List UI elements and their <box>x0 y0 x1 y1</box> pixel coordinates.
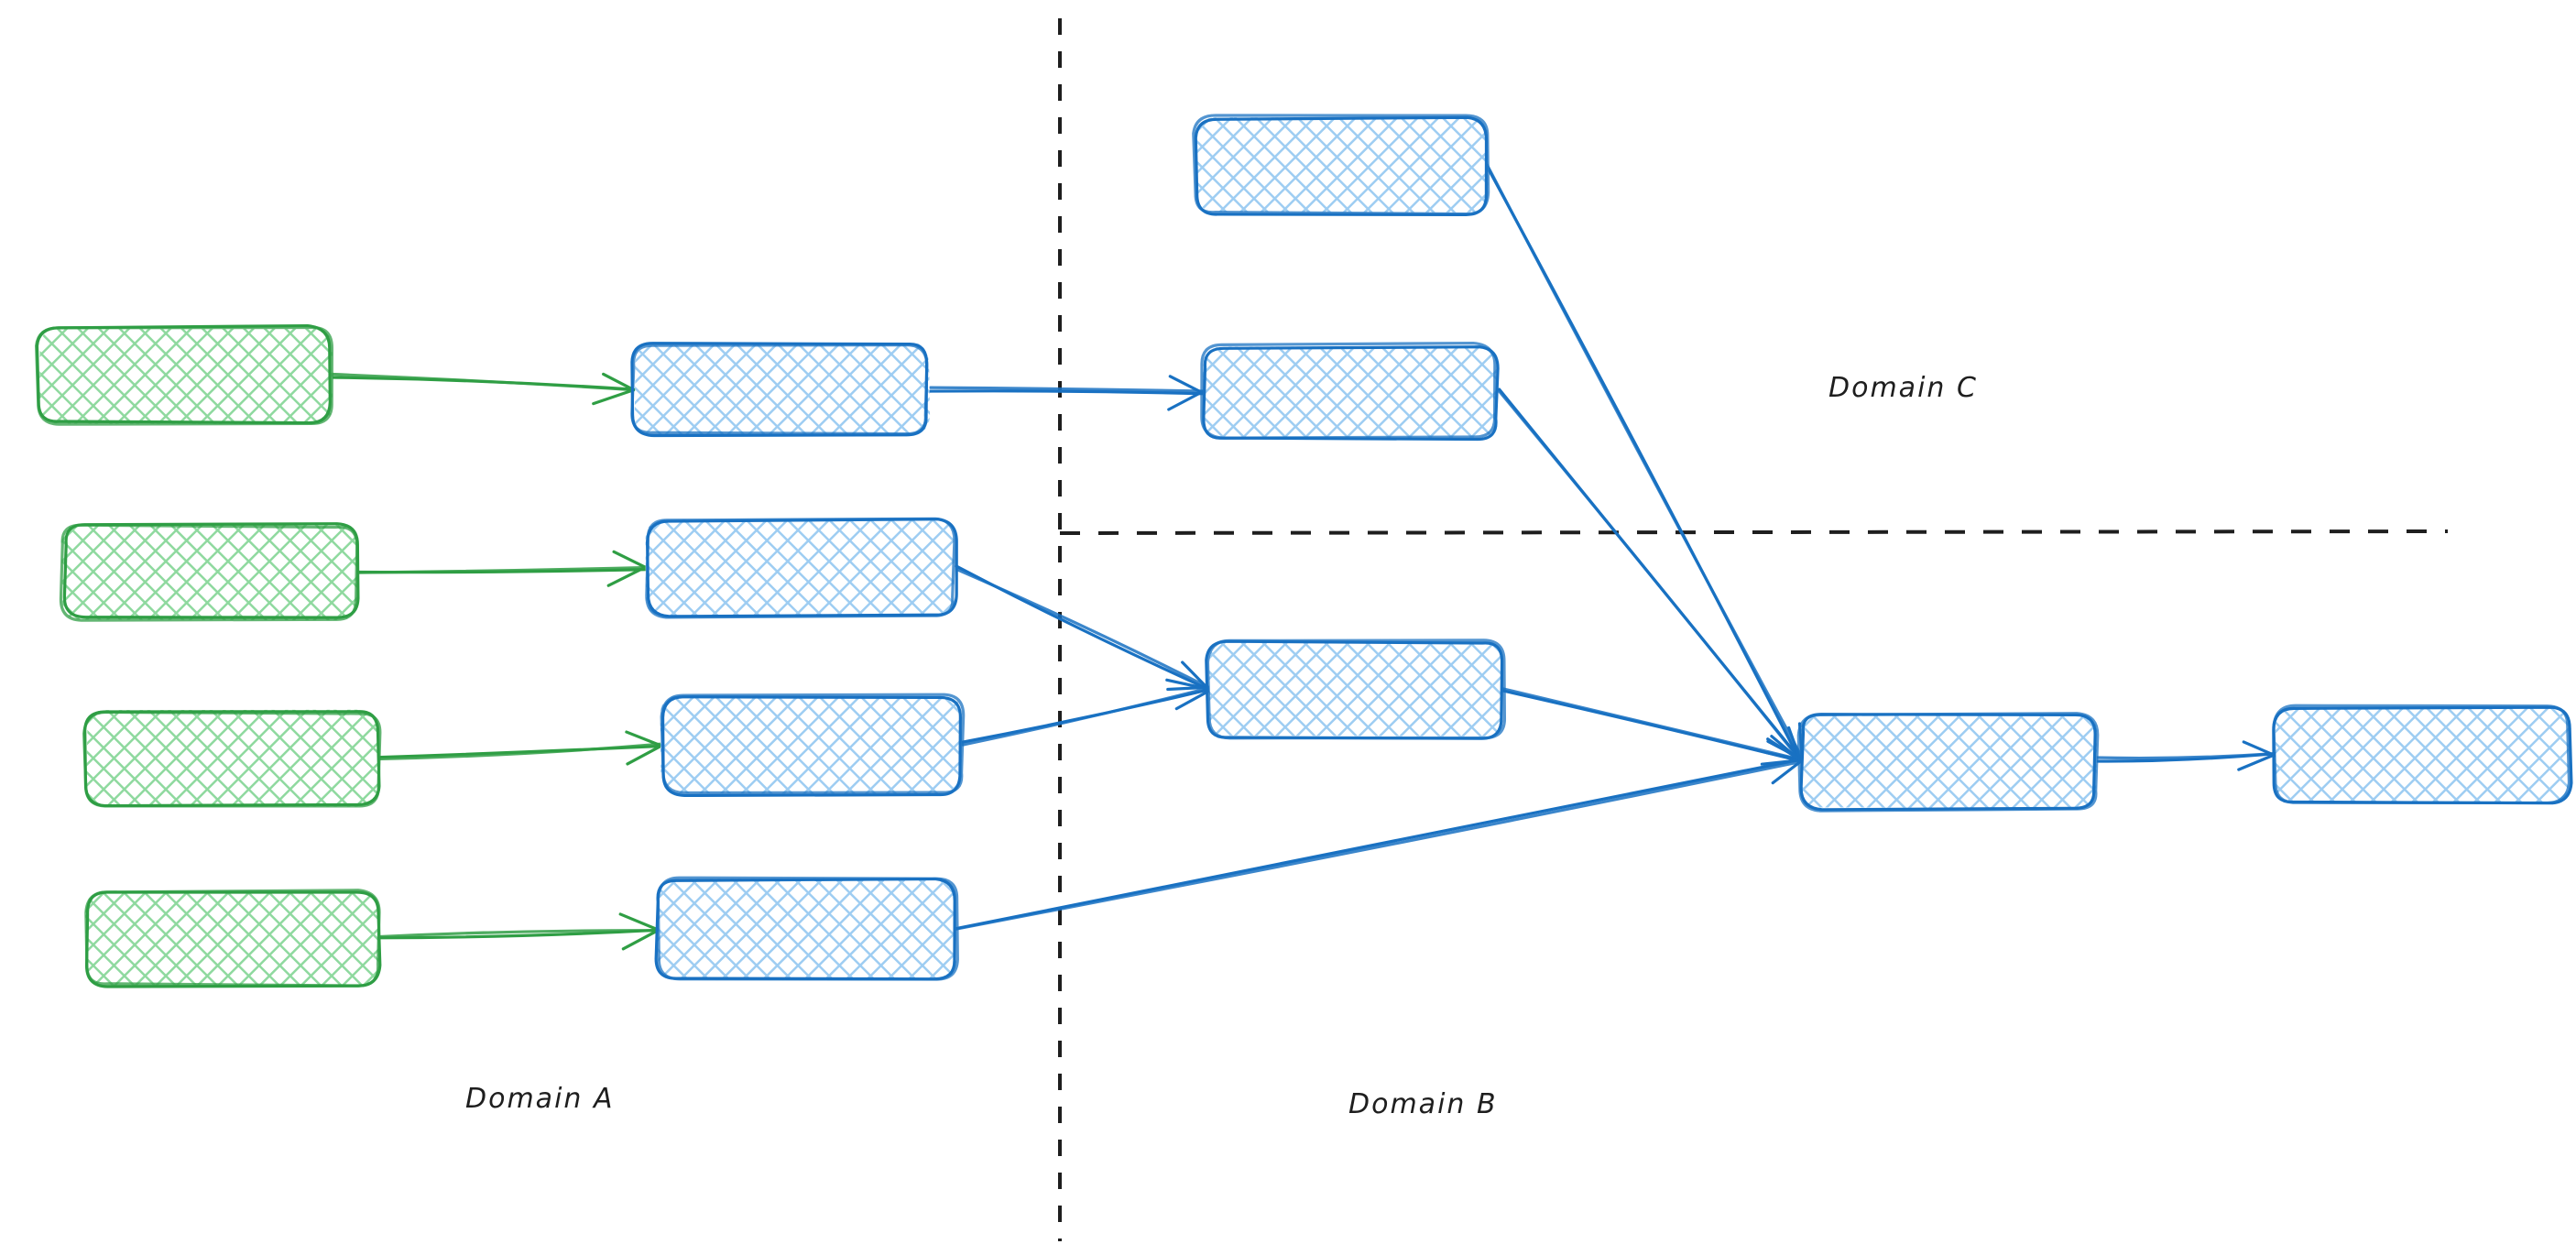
edge-arrowhead <box>592 387 636 406</box>
edge-shaft <box>353 565 649 574</box>
node-fill <box>1202 346 1499 438</box>
node-fill <box>38 329 333 425</box>
edge-b3-c3 <box>960 678 1213 747</box>
node-fill <box>1196 117 1489 213</box>
edge-shaft <box>376 742 662 761</box>
node-fill <box>645 518 955 617</box>
node-b3[interactable] <box>660 693 966 798</box>
edge-arrowhead <box>1174 688 1213 711</box>
edge-b1-c2 <box>926 375 1206 411</box>
edge-arrowhead <box>625 730 662 748</box>
edge-arrowhead <box>618 912 659 931</box>
node-outline <box>2272 704 2571 805</box>
edge-arrowhead <box>621 929 660 951</box>
node-outline <box>1202 345 1500 442</box>
edge-shaft <box>1499 686 1801 761</box>
node-c1[interactable] <box>1192 114 1490 216</box>
edge-arrowhead <box>606 565 648 587</box>
edge-arrowhead <box>1167 389 1206 411</box>
node-fill <box>61 523 357 621</box>
node-outline <box>630 343 929 436</box>
node-fill <box>660 694 962 794</box>
edge-arrowhead <box>1760 758 1802 766</box>
node-fill <box>85 890 379 986</box>
node-a1[interactable] <box>35 323 333 426</box>
node-b2[interactable] <box>645 517 958 619</box>
edge-a3-b3 <box>376 730 662 766</box>
edge-arrowhead <box>626 745 662 766</box>
divider-layer <box>1058 18 2449 1241</box>
edge-a1-b1 <box>329 372 636 406</box>
horizontal-divider <box>1059 529 2449 535</box>
edge-shaft <box>1485 162 1805 760</box>
edge-shaft <box>961 686 1210 747</box>
node-outline <box>656 876 959 981</box>
edge-arrowhead <box>612 550 649 570</box>
node-fill <box>657 878 956 981</box>
edge-layer <box>329 162 2279 951</box>
edge-d1-e1 <box>2092 740 2279 771</box>
edge-shaft <box>929 386 1205 393</box>
node-d1[interactable] <box>1796 712 2100 813</box>
node-fill <box>1208 642 1502 737</box>
node-fill <box>2276 707 2570 803</box>
node-outline <box>1796 712 2100 813</box>
node-b1[interactable] <box>630 342 931 438</box>
edge-shaft <box>378 929 659 939</box>
edge-arrowhead <box>1168 375 1205 395</box>
node-e1[interactable] <box>2272 704 2573 805</box>
node-b4[interactable] <box>654 876 959 981</box>
node-outline <box>1192 114 1490 216</box>
node-fill <box>634 344 931 436</box>
edge-shaft <box>2092 751 2277 760</box>
node-outline <box>35 325 333 426</box>
node-a3[interactable] <box>82 709 382 808</box>
edge-c3-d1 <box>1499 686 1805 766</box>
label-domain-a: Domain A <box>465 1083 615 1115</box>
edge-c1-d1 <box>1485 162 1805 763</box>
edge-shaft <box>1496 387 1802 762</box>
node-a4[interactable] <box>84 889 382 988</box>
edge-b2-c3 <box>955 564 1213 693</box>
label-domain-c: Domain C <box>1828 372 1978 404</box>
edge-arrowhead <box>602 372 636 392</box>
edge-shaft <box>955 568 1213 691</box>
node-outline <box>1206 638 1507 740</box>
edge-b4-d1 <box>954 751 1804 931</box>
edge-arrowhead <box>2237 752 2278 771</box>
edge-arrowhead <box>2242 740 2277 758</box>
edge-shaft <box>330 372 636 392</box>
edge-shaft <box>926 389 1206 396</box>
node-outline <box>84 889 381 988</box>
node-outline <box>82 710 382 808</box>
edge-arrowhead <box>1165 678 1211 691</box>
node-fill <box>86 709 379 807</box>
node-outline <box>59 523 359 622</box>
node-c2[interactable] <box>1200 341 1500 442</box>
edge-shaft <box>954 760 1802 931</box>
node-outline <box>1200 341 1497 440</box>
node-outline <box>660 693 966 795</box>
label-domain-b: Domain B <box>1348 1088 1498 1120</box>
edge-a4-b4 <box>375 912 660 951</box>
node-a2[interactable] <box>59 522 360 622</box>
edge-shaft <box>1502 689 1805 763</box>
node-outline <box>645 517 956 619</box>
edge-arrowhead <box>1771 760 1802 785</box>
edge-arrowhead <box>1181 660 1212 693</box>
node-fill <box>1801 713 2098 809</box>
edge-c2-d1 <box>1496 387 1803 762</box>
edge-arrowhead <box>1766 737 1803 762</box>
edge-a2-b2 <box>353 550 650 587</box>
node-c3[interactable] <box>1205 638 1507 740</box>
node-layer <box>35 114 2573 988</box>
